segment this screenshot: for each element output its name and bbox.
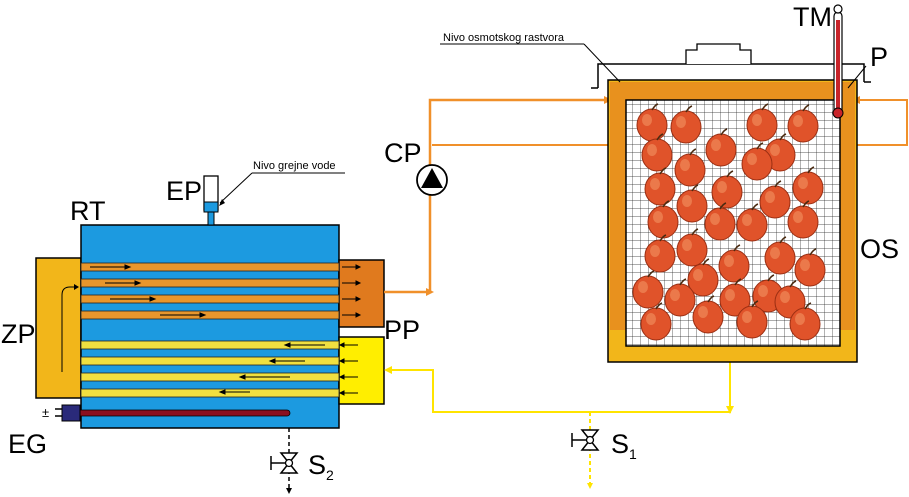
label-pp: PP <box>384 315 420 345</box>
label-zp: ZP <box>1 319 36 349</box>
label-p: P <box>870 42 888 72</box>
pump-icon <box>421 168 443 188</box>
os-lid-handle <box>685 43 752 64</box>
label-eg-polarity: ± <box>42 405 49 420</box>
note-water-level: Nivo grejne vode <box>253 160 336 172</box>
s1-valve-icon[interactable] <box>571 429 599 451</box>
thermometer-icon <box>832 4 844 119</box>
label-rt: RT <box>70 196 106 226</box>
label-eg: EG <box>8 429 47 459</box>
label-tm: TM <box>793 2 832 32</box>
hot-supply-pipe <box>384 98 605 294</box>
label-s1: S1 <box>611 429 637 462</box>
rt-tank <box>80 224 340 429</box>
label-ep: EP <box>166 176 202 206</box>
label-cp: CP <box>384 138 422 168</box>
eg-connector <box>61 404 81 422</box>
eg-heater-rod <box>74 409 291 417</box>
zp-chamber <box>35 257 82 399</box>
upper-tubes <box>80 262 340 320</box>
pp-lower-chamber <box>338 336 385 405</box>
cold-return-pipe <box>392 362 731 485</box>
tube-flow-arrows <box>90 264 362 396</box>
zp-flow-arrow <box>61 286 74 372</box>
label-os: OS <box>860 234 899 264</box>
pp-upper-chamber <box>338 259 385 328</box>
label-s2: S2 <box>308 450 334 483</box>
s2-valve-icon[interactable] <box>270 452 298 474</box>
note-osmotic-level: Nivo osmotskog rastvora <box>443 32 565 44</box>
